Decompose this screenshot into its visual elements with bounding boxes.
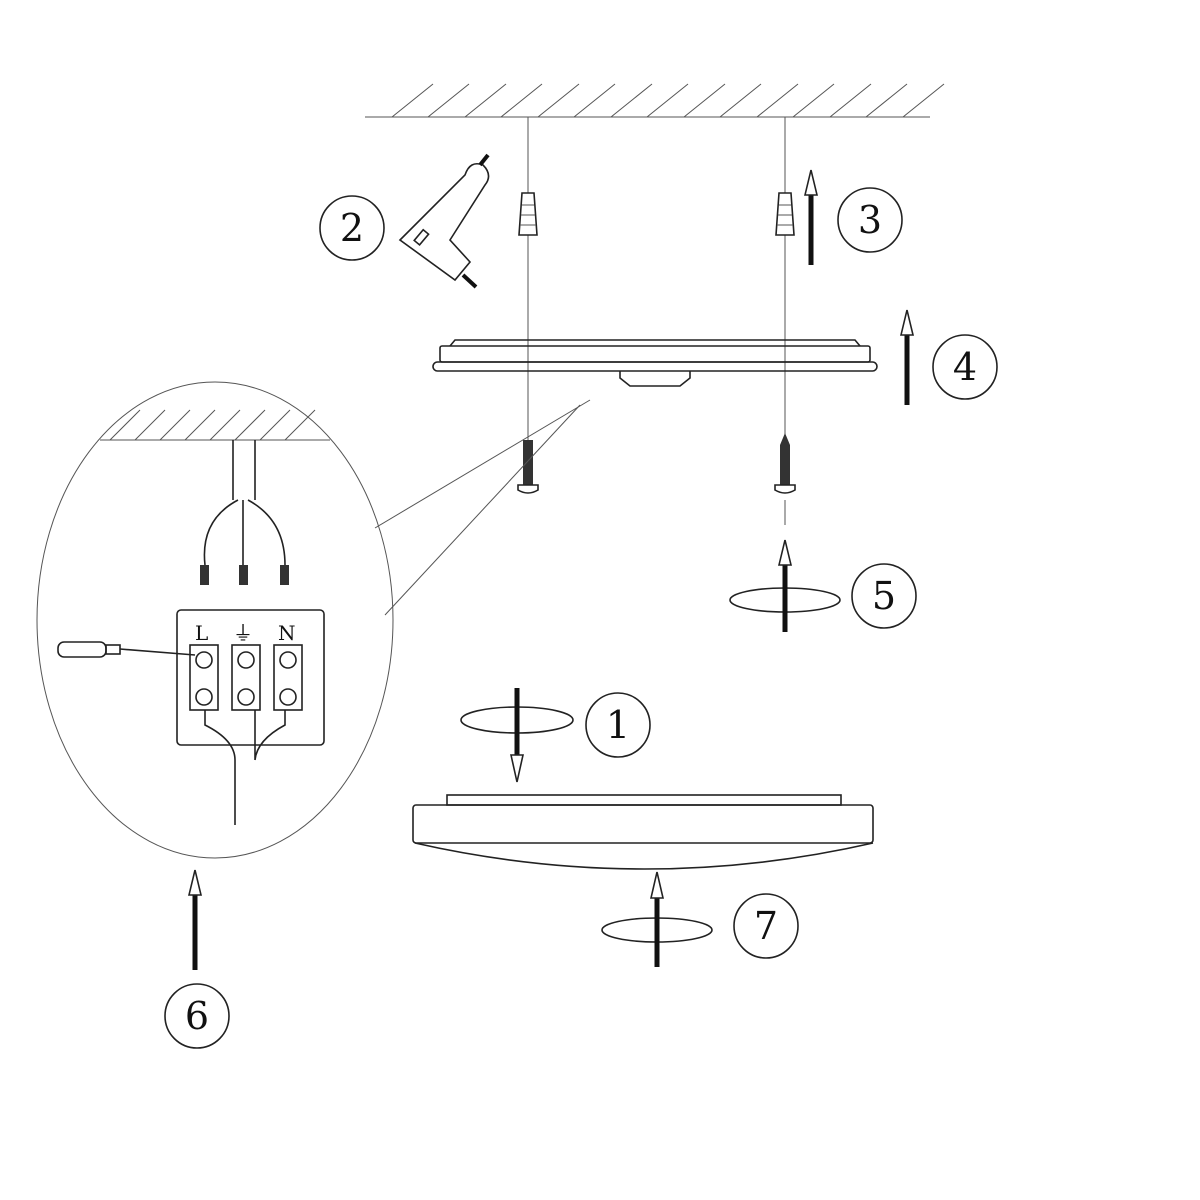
up-arrow-icon: [187, 869, 203, 970]
wall-plug-icon: [775, 192, 795, 236]
step-badge-1: 1: [585, 692, 651, 758]
svg-text:4: 4: [953, 345, 977, 389]
step-badge-2: 2: [319, 195, 385, 261]
up-arrow-icon: [803, 169, 819, 265]
drill-icon: [398, 153, 490, 289]
svg-text:6: 6: [185, 994, 209, 1038]
svg-text:1: 1: [606, 703, 630, 747]
rotate-down-arrow-icon: [460, 688, 574, 783]
up-arrow-icon: [899, 309, 915, 405]
svg-text:5: 5: [872, 574, 896, 618]
wiring-detail-magnifier: L ⏚ N: [36, 381, 394, 859]
svg-text:2: 2: [340, 206, 364, 250]
rotate-up-arrow-icon: [601, 871, 713, 967]
step-badge-7: 7: [733, 893, 799, 959]
terminal-label-earth: ⏚: [233, 621, 253, 645]
rotate-up-arrow-icon: [729, 539, 841, 632]
step-badge-5: 5: [851, 563, 917, 629]
wall-plug-icon: [518, 192, 538, 236]
lamp-cover: [412, 794, 874, 870]
terminal-label-live: L: [195, 621, 208, 645]
svg-text:3: 3: [858, 198, 882, 242]
screw-icon: [774, 433, 796, 494]
step-badge-6: 6: [164, 983, 230, 1049]
screw-icon: [517, 440, 539, 494]
svg-text:7: 7: [754, 904, 778, 948]
step-badge-4: 4: [932, 334, 998, 400]
mounting-base: [432, 339, 878, 387]
ceiling: [365, 83, 945, 118]
terminal-label-neutral: N: [278, 621, 296, 645]
step-badge-3: 3: [837, 187, 903, 253]
